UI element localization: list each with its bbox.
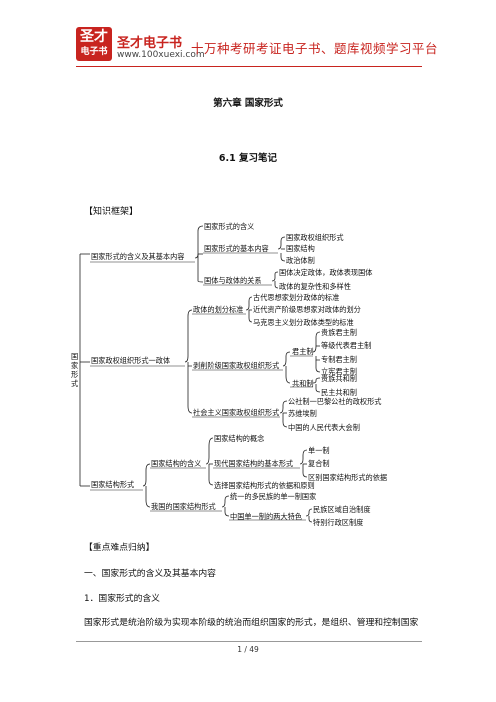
node-b3a: 国家结构的含义 (151, 459, 202, 468)
node-b1b1: 国家政权组织形式 (286, 233, 344, 242)
node-b3a2a: 单一制 (308, 446, 330, 455)
node-b3a2: 现代国家结构的基本形式 (214, 459, 294, 468)
node-b1c1: 国体决定政体，政体表现国体 (279, 268, 373, 277)
section-title: 6.1 复习笔记 (218, 153, 278, 164)
node-b2b1: 君主制 (292, 347, 314, 356)
node-b2a3: 马克思主义划分政体类型的标准 (253, 318, 354, 327)
node-b3b2a: 民族区域自治制度 (313, 505, 371, 514)
node-b3b2b: 特别行政区制度 (313, 518, 364, 527)
node-b1b2: 国家结构 (286, 244, 315, 253)
node-b1a: 国家形式的含义 (204, 222, 255, 231)
node-b2c2: 苏维埃制 (288, 409, 317, 418)
node-b2b1a: 贵族君主制 (321, 328, 357, 337)
header-divider (76, 66, 422, 67)
node-b2a: 政体的划分标准 (193, 305, 244, 314)
node-b3b1: 统一的多民族的单一制国家 (230, 492, 317, 501)
node-b1c2: 政体的复杂性和多样性 (279, 282, 351, 291)
node-b3b: 我国的国家结构形式 (151, 502, 216, 511)
focus-heading: 【重点难点归纳】 (84, 543, 155, 553)
outline-heading-2: 1．国家形式的含义 (84, 594, 160, 604)
node-regime: 国家政权组织形式一政体 (91, 356, 171, 365)
node-b2a2: 近代资产阶级思想家对政体的划分 (253, 305, 361, 314)
node-b2b1d: 立宪君主制 (321, 367, 357, 376)
node-b2c: 社会主义国家政权组织形式 (193, 408, 280, 417)
logo: 圣才 电子书 (76, 27, 112, 61)
node-b2b1b: 等级代表君主制 (321, 341, 372, 350)
node-b1b: 国家形式的基本内容 (204, 244, 269, 253)
node-b2b2a: 贵族共和制 (321, 374, 357, 383)
outline-heading-1: 一、国家形式的含义及其基本内容 (84, 569, 216, 579)
body-paragraph: 国家形式是统治阶级为实现本阶级的统治而组织国家的形式，是组织、管理和控制国家 (84, 618, 419, 628)
mindmap-root: 国家形式 (71, 352, 79, 388)
brand-name: 圣才电子书 (117, 36, 183, 51)
footer-divider (76, 641, 422, 642)
logo-line1: 圣才 (80, 29, 108, 45)
page-number: 1 / 49 (237, 645, 259, 654)
node-structure: 国家结构形式 (91, 480, 135, 489)
node-b2c3: 中国的人民代表大会制 (288, 423, 360, 432)
node-b1b3: 政治体制 (286, 256, 315, 265)
node-b3b2: 中国单一制的两大特色 (230, 512, 302, 521)
node-form-meaning: 国家形式的含义及其基本内容 (91, 252, 185, 261)
node-b2b2: 共和制 (292, 379, 314, 388)
node-b2c1: 公社制一巴黎公社的政权形式 (288, 397, 382, 406)
node-b3a2b: 复合制 (308, 459, 330, 468)
node-b2b2b: 民主共和制 (321, 388, 357, 397)
header-slogan: 十万种考研考证电子书、题库视频学习平台 (191, 41, 439, 56)
brand-url[interactable]: www.100xuexi.com (117, 50, 205, 60)
node-b2b: 剥削阶级国家政权组织形式 (193, 361, 280, 370)
chapter-title: 第六章 国家形式 (213, 98, 283, 109)
node-b3a1: 国家结构的概念 (214, 434, 265, 443)
node-b3a3: 选择国家结构形式的依据和原则 (214, 481, 315, 490)
node-b2b1c: 专制君主制 (321, 355, 357, 364)
node-b1c: 国体与政体的关系 (204, 276, 262, 285)
framework-heading: 【知识框架】 (84, 207, 139, 217)
node-b2a1: 古代思想家划分政体的标准 (253, 293, 340, 302)
node-b3a2c: 区别国家结构形式的依据 (308, 473, 388, 482)
logo-line2: 电子书 (80, 47, 108, 57)
